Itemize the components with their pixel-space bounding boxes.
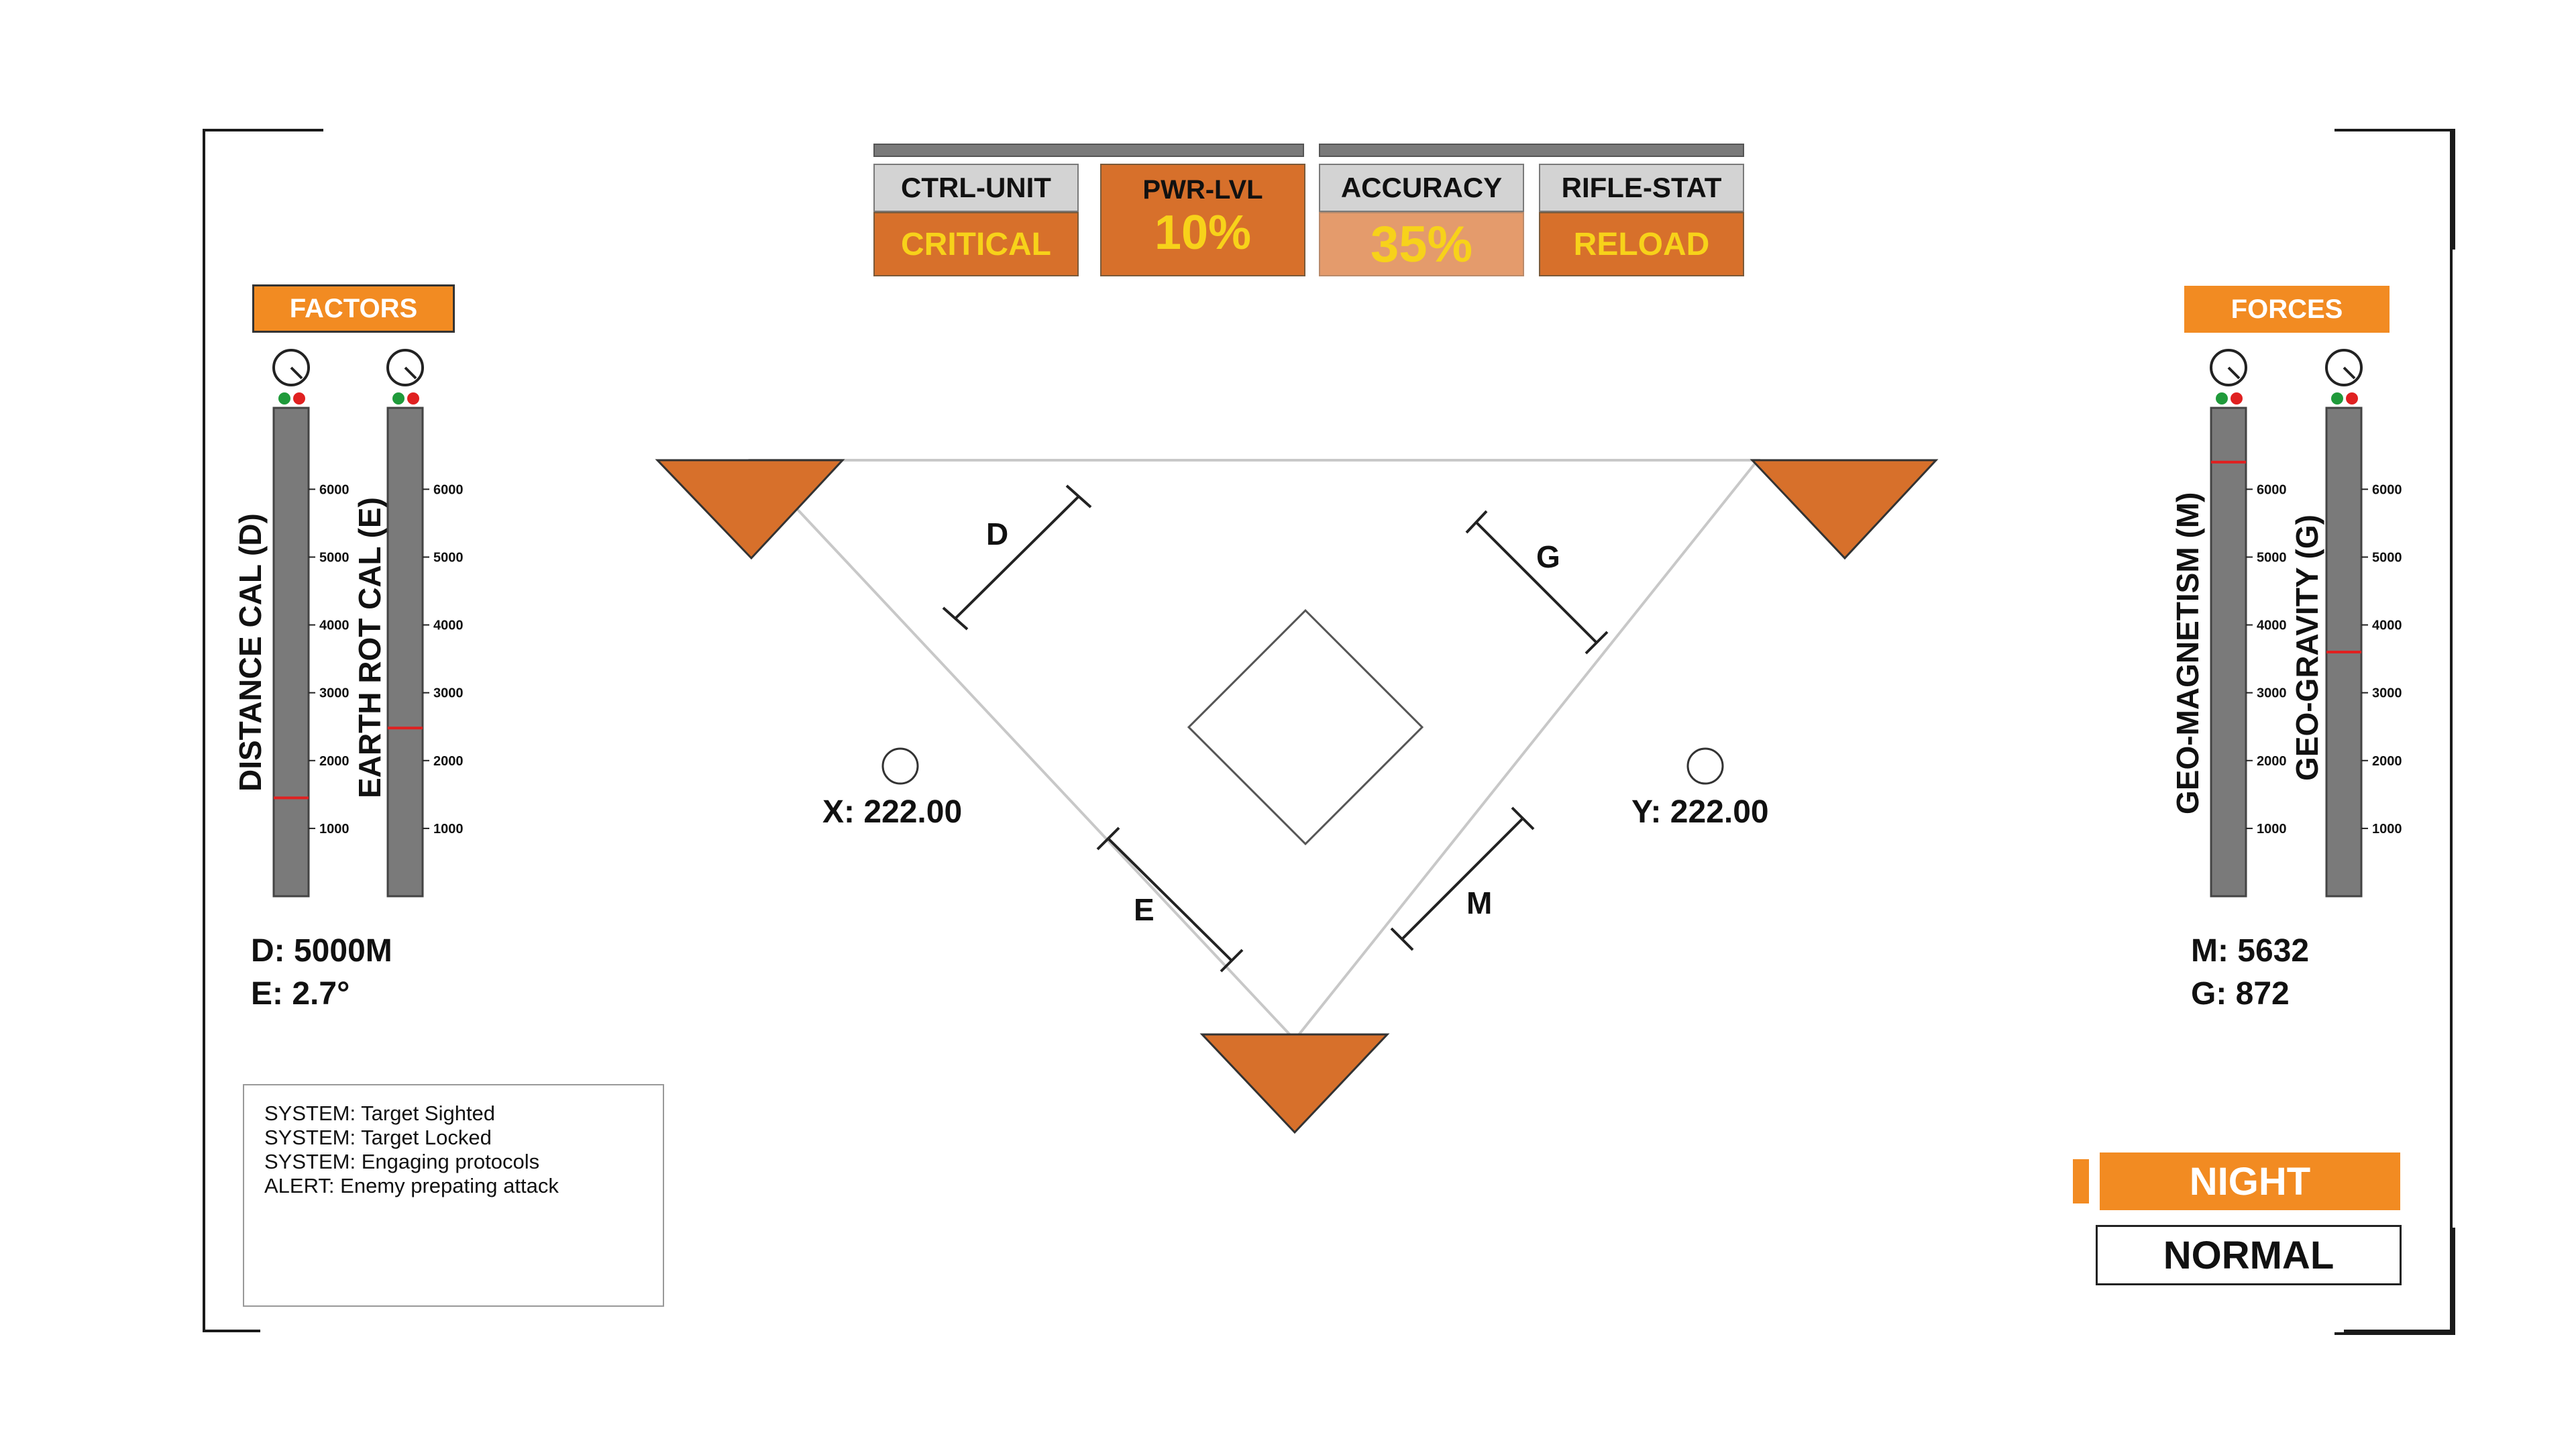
earth-rot-cal-gauge-tick-label: 4000 [433, 619, 464, 633]
geo-magnetism-gauge-tick-label: 2000 [2257, 754, 2287, 769]
frame-left-vertical [203, 129, 205, 1332]
geo-magnetism-gauge-tick-label: 1000 [2257, 822, 2287, 837]
geo-gravity-gauge-tick-label: 6000 [2372, 482, 2402, 497]
corner-marker-right [1750, 459, 1939, 560]
earth-rot-cal-gauge-tick-label: 1000 [433, 822, 464, 837]
geo-gravity-gauge-tick-label: 5000 [2372, 550, 2402, 565]
geo-magnetism-gauge-tick-label: 6000 [2257, 482, 2287, 497]
system-log: SYSTEM: Target Sighted SYSTEM: Target Lo… [243, 1084, 664, 1307]
log-line: SYSTEM: Engaging protocols [264, 1150, 540, 1173]
earth-rot-bracket [1096, 826, 1244, 973]
rifle-stat-value: RELOAD [1539, 212, 1744, 276]
ctrl-unit-label: CTRL-UNIT [873, 164, 1079, 212]
marker-g-label: G [1536, 539, 1560, 574]
status-group-bar-right [1319, 144, 1744, 157]
target-triangle [748, 459, 1761, 1042]
geo-gravity-gauge-led-green [2331, 392, 2343, 405]
y-coordinate: Y: 222.00 [1631, 794, 1769, 830]
geo-magnetism-gauge-tick-label: 4000 [2257, 619, 2287, 633]
geo-gravity-readout: G: 872 [2191, 976, 2290, 1012]
frame-right-vertical [2450, 129, 2453, 1332]
gravity-bracket [1465, 510, 1609, 655]
center-diamond [1187, 608, 1424, 846]
distance-cal-gauge-tick-label: 1000 [319, 822, 350, 837]
pwr-lvl-value: 10% [1154, 205, 1252, 260]
geo-gravity-gauge-tick-label: 3000 [2372, 686, 2402, 701]
geo-magnetism-gauge-led-red [2231, 392, 2243, 405]
geo-gravity-gauge-tick-label: 2000 [2372, 754, 2402, 769]
distance-cal-gauge-led-red [293, 392, 305, 405]
distance-cal-gauge-led-green [278, 392, 290, 405]
log-line: ALERT: Enemy prepating attack [264, 1174, 559, 1197]
earth-rot-cal-gauge-tick-label: 3000 [433, 686, 464, 701]
frame-right-bottom-tick [2344, 1330, 2453, 1332]
night-mode-button[interactable]: NIGHT [2100, 1152, 2400, 1210]
geo-gravity-gauge-tick-label: 1000 [2372, 822, 2402, 837]
rifle-stat-label: RIFLE-STAT [1539, 164, 1744, 212]
marker-e-label: E [1134, 892, 1155, 927]
frame-corner-top-right [2334, 129, 2455, 250]
marker-d-label: D [986, 517, 1008, 551]
earth-rot-cal-gauge-tick-label: 6000 [433, 482, 464, 497]
earth-rot-cal-gauge-led-red [407, 392, 419, 405]
geo-magnetism-gauge-tick-label: 5000 [2257, 550, 2287, 565]
log-line: SYSTEM: Target Sighted [264, 1102, 496, 1125]
geo-magnetism-gauge-bar [2210, 407, 2247, 898]
x-target-circle[interactable] [881, 747, 919, 785]
earth-rot-cal-gauge-tick-label: 2000 [433, 754, 464, 769]
geo-gravity-gauge-tick-label: 4000 [2372, 619, 2402, 633]
accuracy-label: ACCURACY [1319, 164, 1524, 212]
factors-title: FACTORS [252, 284, 455, 333]
geo-magnetism-gauge-dial-needle [2227, 366, 2241, 380]
geo-magnetism-gauge-tick-label: 3000 [2257, 686, 2287, 701]
marker-m-label: M [1466, 885, 1492, 920]
geo-magnetism-readout: M: 5632 [2191, 933, 2310, 969]
distance-cal-gauge-tick-label: 5000 [319, 550, 350, 565]
forces-title: FORCES [2184, 286, 2390, 333]
log-line: SYSTEM: Target Locked [264, 1126, 492, 1149]
earth-rot-cal-gauge-dial-needle [404, 366, 417, 380]
distance-readout: D: 5000M [251, 933, 392, 969]
accuracy-value: 35% [1319, 212, 1524, 276]
status-group-bar-left [873, 144, 1304, 157]
distance-cal-gauge-tick-label: 4000 [319, 619, 350, 633]
pwr-lvl-box: PWR-LVL 10% [1100, 164, 1305, 276]
distance-cal-gauge-dial-needle [290, 366, 303, 380]
distance-cal-gauge-tick-label: 2000 [319, 754, 350, 769]
distance-bracket [942, 484, 1092, 631]
earth-rot-cal-gauge-tick-label: 5000 [433, 550, 464, 565]
frame-corner-bottom-right [2334, 1228, 2455, 1335]
frame-bottom-left-line [203, 1330, 260, 1332]
geo-gravity-gauge-dial-needle [2343, 366, 2356, 380]
magnetism-bracket [1390, 806, 1535, 951]
corner-marker-bottom [1199, 1033, 1390, 1134]
earth-rot-cal-gauge-led-green [392, 392, 405, 405]
earth-rot-readout: E: 2.7° [251, 976, 350, 1012]
corner-marker-left [655, 459, 845, 560]
distance-cal-gauge-tick-label: 6000 [319, 482, 350, 497]
normal-mode-button[interactable]: NORMAL [2096, 1225, 2402, 1285]
earth-rot-cal-gauge-bar [386, 407, 424, 898]
geo-magnetism-gauge-led-green [2216, 392, 2228, 405]
y-target-circle[interactable] [1686, 747, 1724, 785]
distance-cal-gauge-tick-label: 3000 [319, 686, 350, 701]
distance-cal-gauge-bar [272, 407, 310, 898]
night-indicator-tab [2073, 1159, 2089, 1203]
x-coordinate: X: 222.00 [822, 794, 962, 830]
pwr-lvl-label: PWR-LVL [1142, 174, 1263, 205]
ctrl-unit-value: CRITICAL [873, 212, 1079, 276]
geo-gravity-gauge-led-red [2346, 392, 2358, 405]
